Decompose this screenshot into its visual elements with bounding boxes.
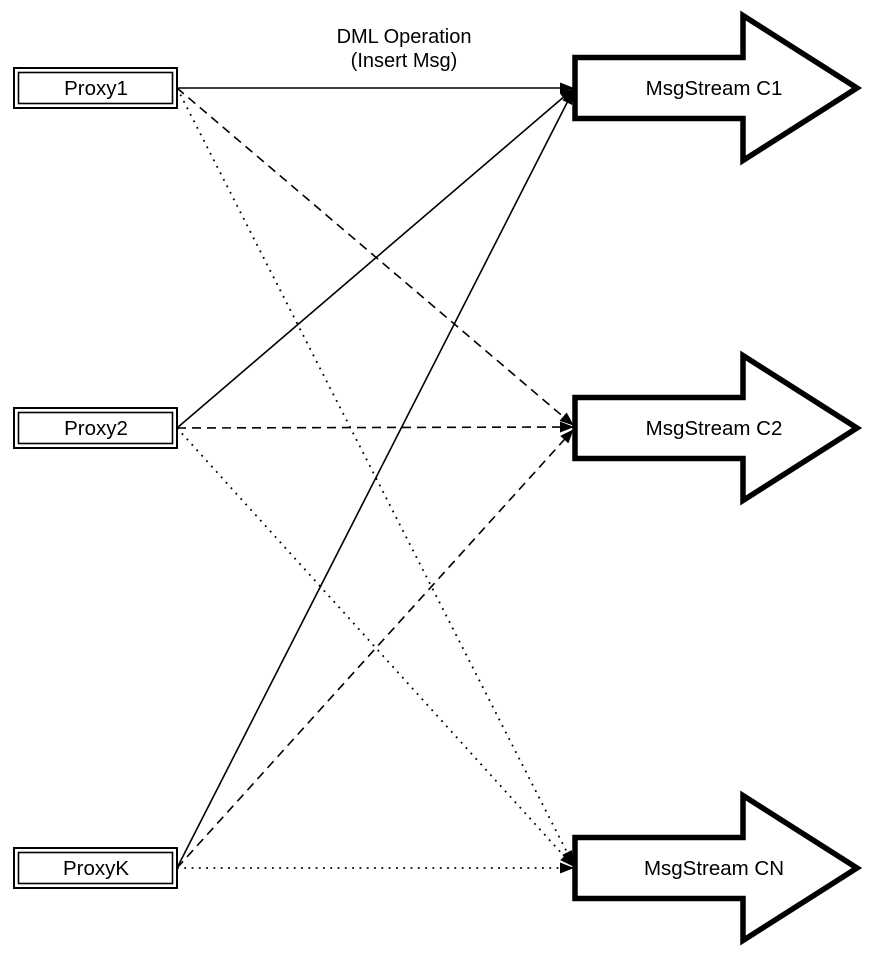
edge-proxy2-to-cn: [176, 427, 574, 867]
msgstream-c1-arrow: [572, 10, 863, 166]
proxy2-box-inner: [17, 411, 174, 445]
proxy1-box: [13, 67, 178, 109]
proxyk-label: ProxyK: [63, 857, 129, 880]
dml-operation-label-line1: DML Operation: [337, 26, 472, 48]
edges: [176, 82, 574, 874]
proxy-node-k: ProxyK: [13, 847, 178, 889]
edge-proxyk-to-c2: [176, 429, 574, 869]
proxyk-box-inner: [17, 851, 174, 885]
edge-proxy1-to-c2: [176, 87, 574, 426]
msgstream-node-c1: MsgStream C1: [572, 10, 863, 166]
edge-proxy2-to-c2: [176, 421, 574, 433]
proxy1-box-inner: [17, 71, 174, 105]
edge-proxyk-to-c1: [176, 90, 574, 869]
proxy-node-1: Proxy1: [13, 67, 178, 109]
msgstream-node-c2: MsgStream C2: [572, 350, 863, 506]
dml-operation-label: DML Operation (Insert Msg): [337, 26, 472, 72]
msgstream-node-cn: MsgStream CN: [572, 790, 863, 946]
dml-operation-label-line2: (Insert Msg): [351, 50, 458, 72]
msgstream-c2-arrow: [572, 350, 863, 506]
msgstream-cn-label: MsgStream CN: [644, 857, 784, 880]
msgstream-c1-label: MsgStream C1: [646, 77, 783, 100]
proxy1-label: Proxy1: [64, 77, 128, 100]
proxy2-label: Proxy2: [64, 417, 128, 440]
edge-proxy2-to-c1: [176, 88, 574, 429]
msgstream-cn-arrow: [572, 790, 863, 946]
msgstream-c2-label: MsgStream C2: [646, 417, 783, 440]
proxy2-box: [13, 407, 178, 449]
edge-proxy1-to-cn: [176, 87, 574, 865]
proxyk-box: [13, 847, 178, 889]
proxy-node-2: Proxy2: [13, 407, 178, 449]
